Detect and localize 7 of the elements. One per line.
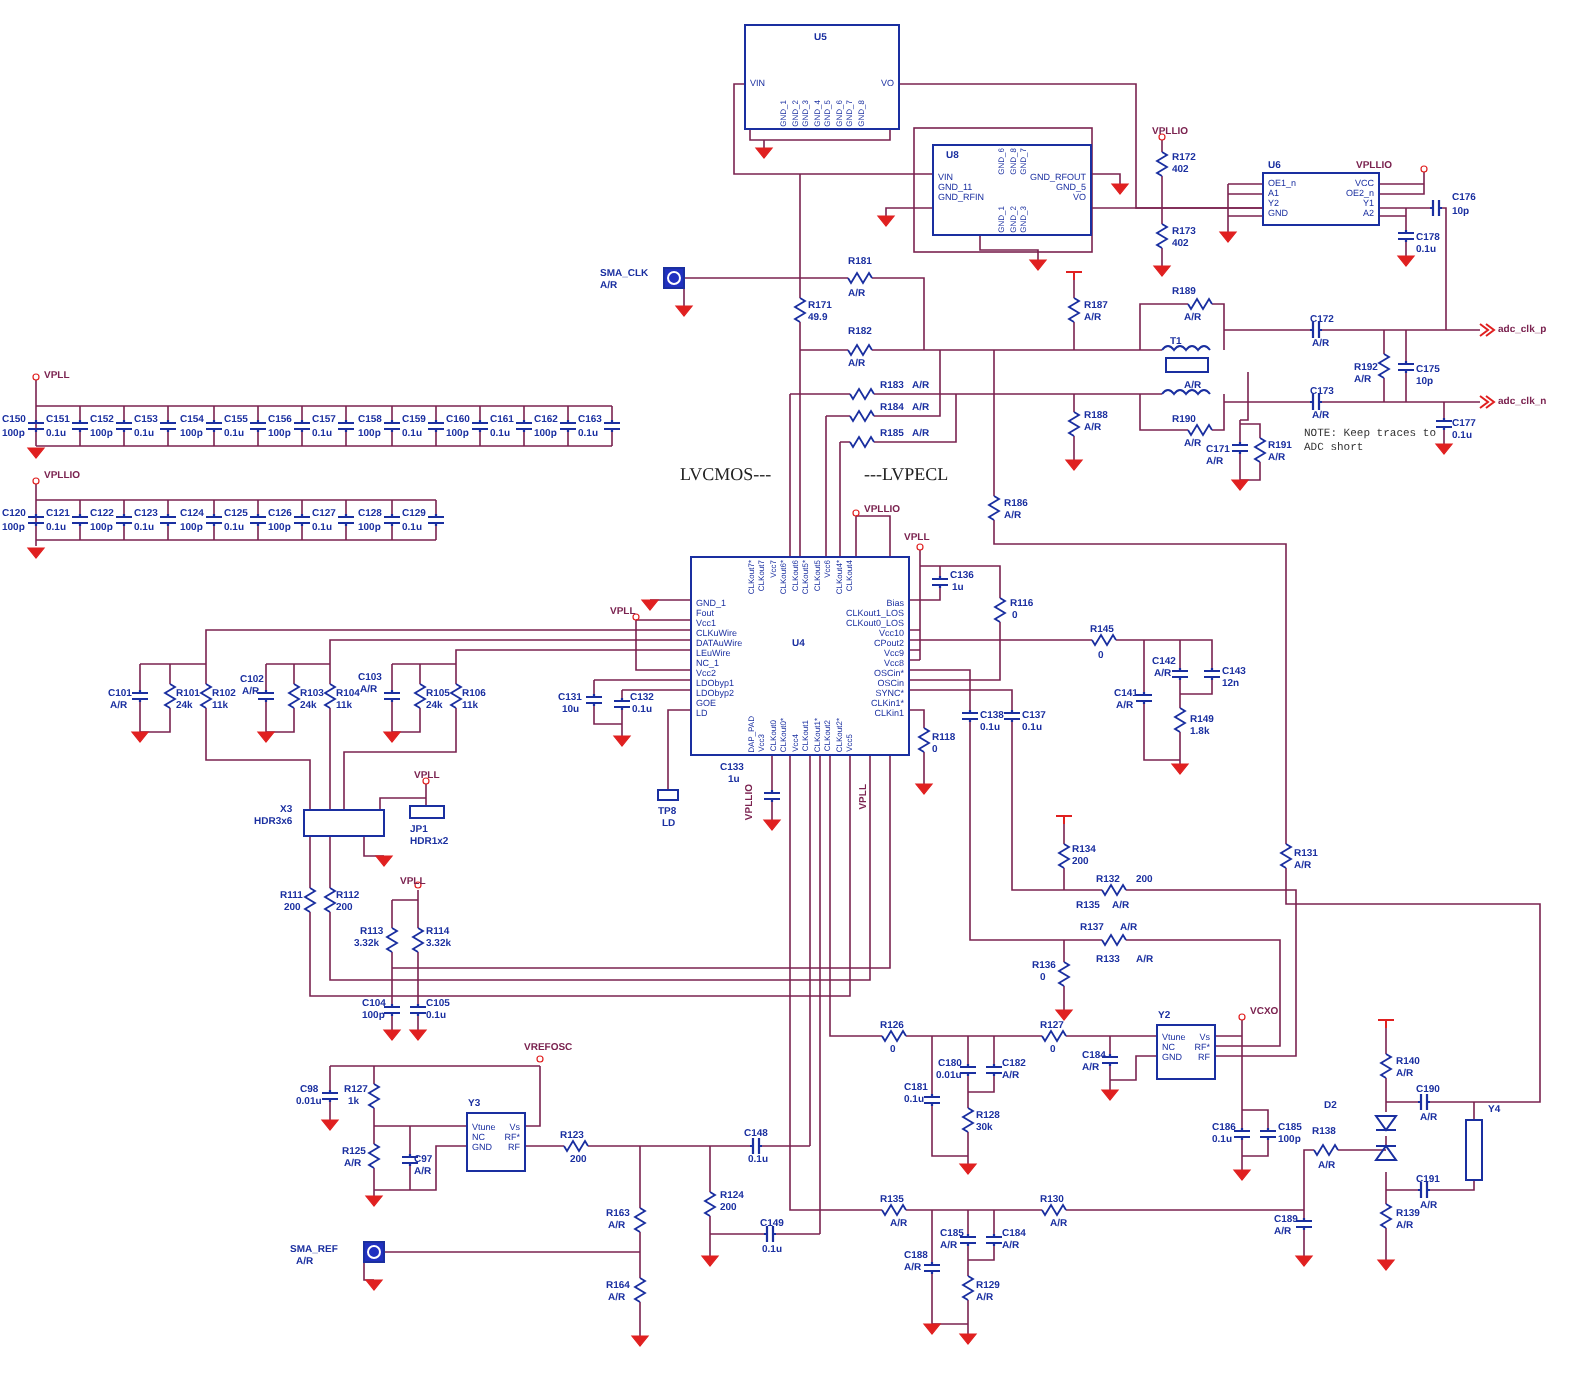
ic-package <box>932 144 1092 236</box>
wire <box>1091 207 1263 209</box>
signal-standard-label: ---LVPECL <box>864 464 949 484</box>
ic-package <box>744 24 900 130</box>
wire <box>733 83 933 175</box>
ic-package <box>690 556 910 756</box>
signal-standard-label: LVCMOS--- <box>680 464 772 484</box>
